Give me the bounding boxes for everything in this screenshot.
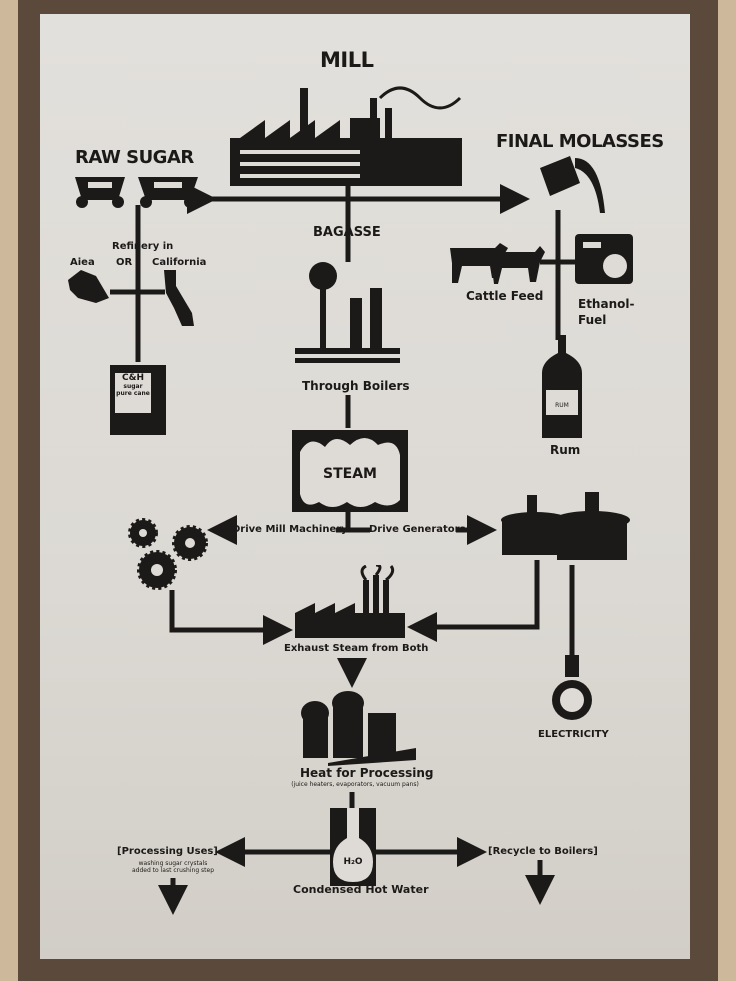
exhaust-factory-icon bbox=[295, 565, 405, 638]
mill-factory-icon bbox=[230, 86, 462, 186]
label-drive-mill: Drive Mill Machinery bbox=[232, 524, 348, 535]
label-bagasse: BAGASSE bbox=[313, 225, 381, 240]
label-aiea: Aiea bbox=[70, 257, 95, 268]
label-heat-processing: Heat for Processing bbox=[300, 766, 434, 780]
label-raw-sugar: RAW SUGAR bbox=[75, 147, 194, 168]
label-processing-uses: [Processing Uses] bbox=[117, 846, 218, 857]
aiea-oahu-map-icon bbox=[68, 270, 109, 303]
title-mill: MILL bbox=[320, 48, 374, 72]
gears-to-exhaust bbox=[169, 590, 293, 645]
rail-cars-icon bbox=[75, 177, 198, 208]
rum-label: RUM bbox=[555, 402, 569, 409]
label-through-boilers: Through Boilers bbox=[302, 379, 410, 393]
boiler-icon bbox=[295, 262, 400, 363]
label-ethanol-fuel: Ethanol- Fuel bbox=[578, 297, 635, 327]
california-map-icon bbox=[164, 270, 194, 326]
cattle-icon bbox=[450, 243, 545, 284]
label-or: OR bbox=[116, 257, 133, 268]
steam-label: STEAM bbox=[323, 466, 377, 482]
generators-to-exhaust bbox=[407, 560, 540, 642]
processing-plant-icon bbox=[301, 691, 416, 766]
label-recycle-boilers: [Recycle to Boilers] bbox=[488, 846, 598, 857]
label-refinery-in: Refinery in bbox=[112, 241, 174, 252]
label-exhaust-steam: Exhaust Steam from Both bbox=[284, 643, 429, 654]
steam-box-icon: STEAM bbox=[292, 430, 408, 512]
label-condensed-hot-water: Condensed Hot Water bbox=[293, 883, 429, 896]
label-electricity: ELECTRICITY bbox=[538, 729, 609, 740]
label-rum: Rum bbox=[550, 443, 581, 457]
ethanol-flask-icon bbox=[575, 234, 633, 284]
h2o-flask-icon: H₂O bbox=[330, 808, 376, 886]
sugar-line1: sugar bbox=[123, 383, 143, 390]
label-california: California bbox=[152, 257, 207, 268]
label-heat-processing-sub: (juice heaters, evaporators, vacuum pans… bbox=[291, 781, 419, 788]
h2o-label: H₂O bbox=[343, 857, 362, 867]
ch-sugar-box-icon: C&H sugar pure cane bbox=[110, 365, 166, 435]
rum-bottle-icon: RUM bbox=[542, 335, 582, 438]
generators-icon bbox=[501, 492, 630, 560]
label-cattle-feed: Cattle Feed bbox=[466, 289, 544, 303]
molasses-pour-icon bbox=[540, 156, 605, 213]
label-drive-generators: Drive Generators bbox=[369, 524, 466, 535]
gears-icon bbox=[128, 518, 208, 590]
power-plug-icon bbox=[552, 655, 592, 720]
label-final-molasses: FINAL MOLASSES bbox=[496, 131, 664, 152]
label-processing-uses-sub: washing sugar crystals added to last cru… bbox=[131, 860, 215, 874]
sugar-brand: C&H bbox=[122, 373, 144, 383]
sugar-line2: pure cane bbox=[116, 390, 150, 397]
